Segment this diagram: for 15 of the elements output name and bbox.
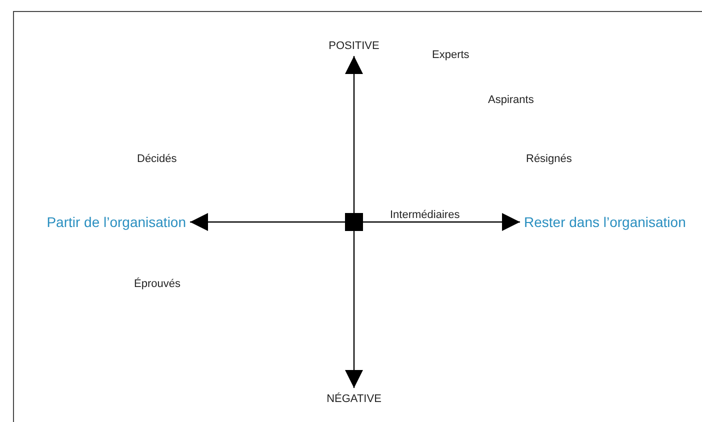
axis-label: Partir de l’organisation bbox=[18, 211, 190, 233]
axis-label: NÉGATIVE bbox=[314, 388, 394, 410]
arrow bbox=[363, 213, 520, 231]
arrow bbox=[190, 213, 345, 231]
category-label: Éprouvés bbox=[134, 276, 180, 292]
category-label: Experts bbox=[432, 48, 470, 63]
category-label: Décidés bbox=[137, 152, 177, 167]
category-label: Aspirants bbox=[488, 93, 534, 108]
category-label: Résignés bbox=[526, 152, 572, 167]
arrow bbox=[345, 231, 363, 388]
axis-label: POSITIVE bbox=[318, 36, 390, 56]
axis-label: Rester dans l’organisation bbox=[520, 211, 700, 233]
arrow bbox=[345, 56, 363, 213]
category-label: Intermédiaires bbox=[390, 208, 460, 223]
center-square bbox=[345, 213, 363, 231]
